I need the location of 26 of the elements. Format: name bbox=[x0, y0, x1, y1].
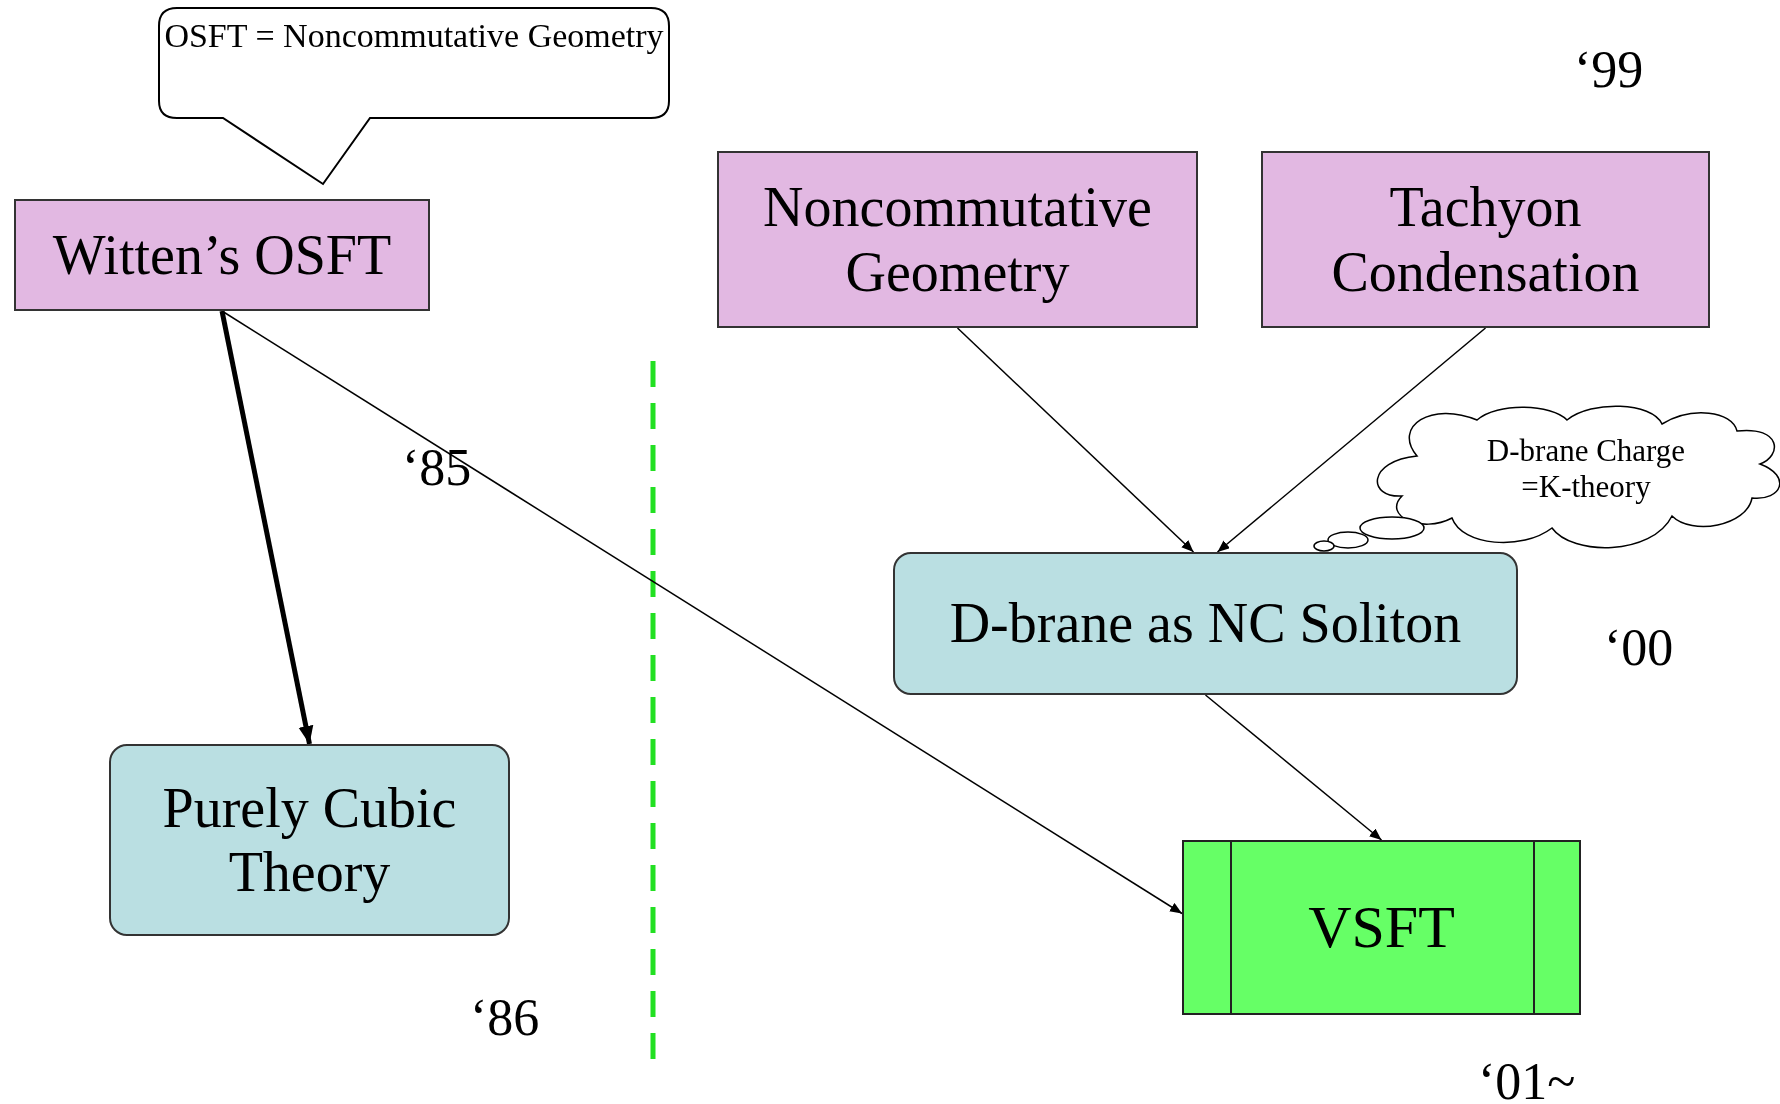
node-label: Noncommutative Geometry bbox=[762, 175, 1153, 304]
thought-cloud bbox=[1312, 406, 1780, 552]
node-label: VSFT bbox=[1308, 893, 1455, 962]
year-label: ‘86 bbox=[470, 992, 540, 1044]
process-box bbox=[717, 151, 1198, 328]
year-label: ‘85 bbox=[402, 442, 472, 494]
callout-text: D-brane Charge =K-theory bbox=[1485, 433, 1687, 505]
arrow bbox=[221, 310, 1183, 915]
node-label: Purely Cubic Theory bbox=[161, 775, 458, 905]
process-box bbox=[109, 744, 510, 936]
arrow bbox=[956, 327, 1195, 553]
node-label: Witten’s OSFT bbox=[52, 222, 392, 288]
process-box bbox=[14, 199, 430, 311]
arrow bbox=[1204, 694, 1383, 841]
year-label: ‘99 bbox=[1574, 44, 1644, 96]
process-box bbox=[893, 552, 1518, 695]
arrow bbox=[219, 310, 314, 745]
year-label: ‘00 bbox=[1604, 622, 1674, 674]
callout-text: OSFT = Noncommutative Geometry bbox=[164, 16, 664, 56]
node-label: D-brane as NC Soliton bbox=[949, 591, 1462, 656]
node-label: Tachyon Condensation bbox=[1330, 175, 1641, 304]
process-box bbox=[1261, 151, 1710, 328]
predefined-process-box bbox=[1182, 840, 1581, 1015]
speech-callout bbox=[157, 6, 671, 186]
arrow bbox=[1216, 327, 1487, 553]
year-label: ‘01~ bbox=[1478, 1056, 1576, 1104]
